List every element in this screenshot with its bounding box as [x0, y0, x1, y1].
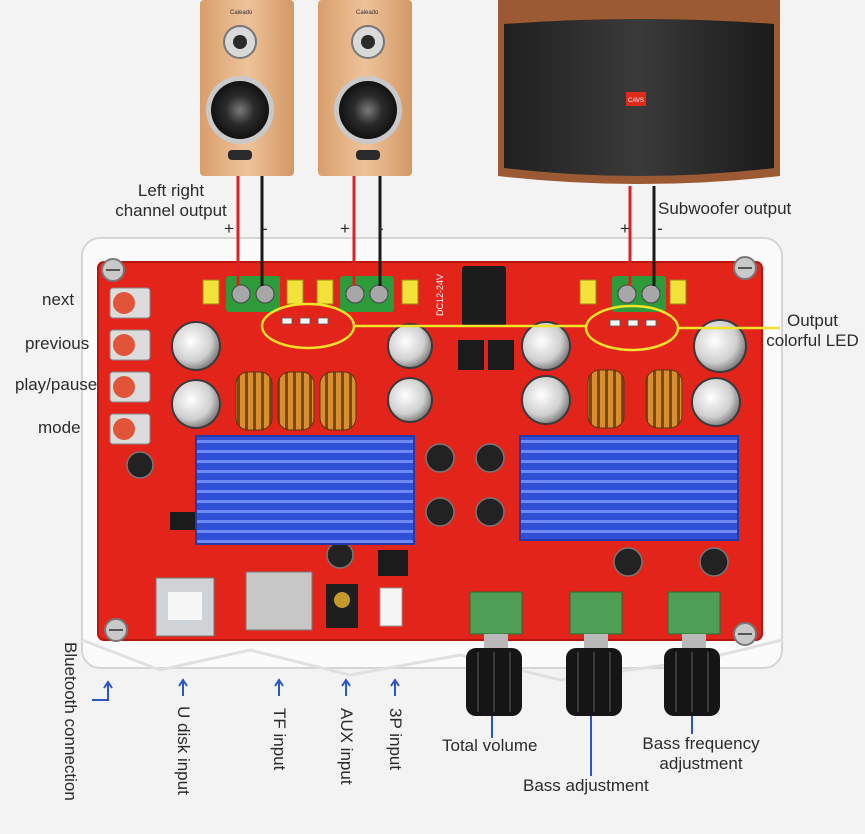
play-pause-label: play/pause	[15, 375, 98, 394]
inductors	[235, 369, 683, 431]
svg-text:Caleado: Caleado	[356, 10, 379, 16]
next-label: next	[42, 290, 75, 309]
bluetooth-connection-label: Bluetooth connection	[61, 642, 80, 801]
subwoofer: CAVS	[498, 0, 780, 184]
dc-jack	[462, 266, 506, 326]
output-led-label: Output colorful LED	[766, 311, 859, 350]
total-volume-label: Total volume	[442, 736, 538, 755]
potentiometers	[466, 591, 721, 716]
screw-icons	[101, 256, 757, 646]
aux-input-label: AUX input	[337, 708, 356, 785]
corner-arrow-icon	[92, 684, 109, 701]
three-pin-connector	[379, 587, 403, 627]
plus-mark: +	[224, 219, 234, 238]
previous-label: previous	[25, 334, 90, 353]
mode-label: mode	[38, 418, 81, 437]
subwoofer-output-label: Subwoofer output	[658, 199, 792, 218]
bass-adjustment-label: Bass adjustment	[523, 776, 649, 795]
speaker-right: Caleado	[318, 0, 412, 176]
capacitors	[171, 319, 747, 429]
minus-mark: -	[378, 219, 384, 238]
left-right-output-label: Left right channel output	[115, 181, 227, 220]
svg-text:DC12-24V: DC12-24V	[435, 274, 445, 316]
svg-text:CAVS: CAVS	[628, 98, 644, 104]
tf-input-label: TF input	[270, 708, 289, 771]
minus-mark: -	[657, 219, 663, 238]
control-buttons	[109, 287, 151, 445]
3p-input-label: 3P input	[386, 708, 405, 771]
plus-mark: +	[340, 219, 350, 238]
plus-mark: +	[620, 219, 630, 238]
bass-frequency-label: Bass frequency adjustment	[642, 734, 760, 773]
speaker-left: Caleado	[200, 0, 294, 176]
tf-slot	[245, 571, 313, 631]
heatsink-left	[195, 435, 415, 545]
svg-text:Caleado: Caleado	[230, 10, 253, 16]
u-disk-input-label: U disk input	[174, 706, 193, 795]
minus-mark: -	[262, 219, 268, 238]
heatsink-right	[519, 435, 739, 541]
